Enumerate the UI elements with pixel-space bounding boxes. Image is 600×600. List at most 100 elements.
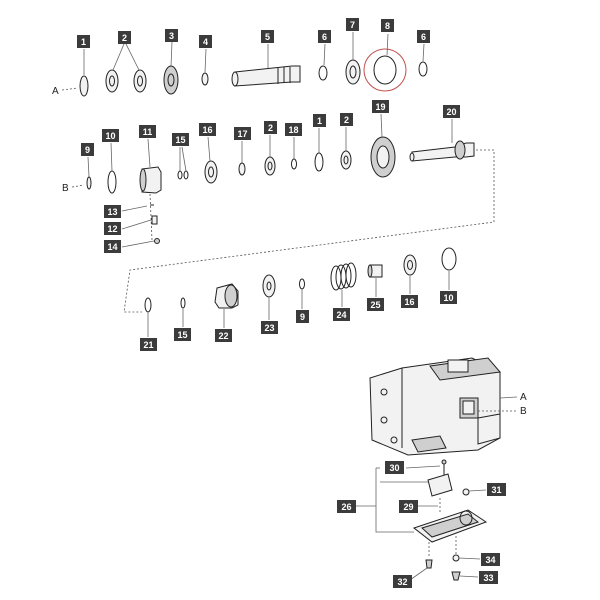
part-16-bearing-b (403, 254, 417, 276)
part-2-bearing-a (105, 69, 119, 93)
part-21-ring (144, 297, 152, 313)
part-4-ring (201, 72, 209, 86)
part-2-bearing-d (340, 150, 352, 170)
callout-10b: 10 (440, 291, 457, 304)
part-12-spring (151, 215, 158, 225)
part-10-ring (107, 170, 117, 194)
svg-text:13: 13 (107, 207, 117, 217)
callout-30: 30 (385, 461, 404, 474)
part-32-screw (425, 559, 433, 569)
svg-text:26: 26 (341, 502, 351, 512)
svg-text:24: 24 (336, 310, 346, 320)
svg-text:25: 25 (370, 300, 380, 310)
callout-9a: 9 (81, 143, 94, 156)
callout-1b: 1 (313, 114, 326, 127)
svg-text:15: 15 (177, 330, 187, 340)
svg-text:9: 9 (300, 312, 305, 322)
callout-2b: 2 (264, 121, 277, 134)
svg-text:10: 10 (443, 293, 453, 303)
callout-labels: 1 2 3 4 5 6 7 8 6 9 10 11 15 16 17 2 18 … (77, 18, 506, 588)
part-15-ring-a (177, 170, 183, 180)
part-23-washer (262, 274, 276, 298)
svg-text:30: 30 (389, 463, 399, 473)
svg-text:2: 2 (344, 115, 349, 125)
part-7-bearing (345, 59, 361, 85)
callout-9b: 9 (296, 310, 309, 323)
callout-16b: 16 (401, 295, 418, 308)
svg-text:6: 6 (322, 32, 327, 42)
part-1-ring (79, 75, 89, 97)
svg-text:32: 32 (397, 577, 407, 587)
svg-text:2: 2 (122, 33, 127, 43)
callout-22: 22 (215, 329, 232, 342)
svg-text:2: 2 (268, 123, 273, 133)
letter-b-right: B (520, 406, 527, 417)
part-29-bracket (427, 473, 453, 497)
part-15-ring-b (183, 170, 189, 180)
callout-14: 14 (104, 240, 121, 253)
callout-10a: 10 (102, 129, 119, 142)
callout-29: 29 (399, 500, 418, 513)
svg-text:10: 10 (105, 131, 115, 141)
svg-text:17: 17 (237, 129, 247, 139)
svg-text:11: 11 (143, 127, 153, 137)
callout-3: 3 (165, 29, 178, 42)
part-31-nut (462, 488, 470, 496)
callout-6a: 6 (318, 30, 331, 43)
svg-text:29: 29 (403, 502, 413, 512)
letter-b-left: B (62, 183, 69, 194)
callout-13: 13 (104, 205, 121, 218)
callout-7: 7 (346, 18, 359, 31)
svg-text:1: 1 (317, 116, 322, 126)
svg-text:6: 6 (421, 32, 426, 42)
svg-text:18: 18 (288, 125, 298, 135)
callout-23: 23 (261, 321, 278, 334)
callout-25: 25 (367, 298, 384, 311)
part-16-bearing-a (204, 160, 218, 184)
part-17-bushing (238, 162, 246, 176)
callout-31: 31 (487, 483, 506, 496)
part-18-ring (291, 158, 297, 170)
callout-8: 8 (381, 19, 394, 32)
letter-a-right: A (520, 392, 527, 403)
part-33-plug (451, 571, 461, 581)
part-15-ring-c (180, 297, 186, 309)
part-11-hub (141, 166, 162, 194)
svg-text:4: 4 (203, 37, 208, 47)
leader-b-left (71, 184, 85, 188)
callout-12: 12 (104, 222, 121, 235)
svg-text:12: 12 (107, 224, 117, 234)
svg-text:3: 3 (169, 31, 174, 41)
svg-text:5: 5 (265, 32, 270, 42)
svg-text:8: 8 (385, 21, 390, 31)
part-2-bearing-c (264, 156, 276, 176)
callout-26: 26 (337, 500, 356, 513)
callout-34: 34 (481, 553, 500, 566)
part-2-bearing-b (133, 69, 147, 93)
svg-text:31: 31 (491, 485, 501, 495)
callout-2: 2 (118, 31, 131, 44)
part-6-snap-ring-b (418, 61, 428, 77)
callout-15b: 15 (174, 328, 191, 341)
callout-20: 20 (443, 105, 460, 118)
svg-text:16: 16 (202, 125, 212, 135)
svg-text:21: 21 (143, 340, 153, 350)
svg-text:22: 22 (218, 331, 228, 341)
callout-2c: 2 (340, 113, 353, 126)
callout-5: 5 (261, 30, 274, 43)
letter-a-left: A (52, 86, 59, 97)
part-10-ring-b (441, 247, 457, 271)
svg-text:20: 20 (446, 107, 456, 117)
callout-15a: 15 (172, 133, 189, 146)
callout-17: 17 (234, 127, 251, 140)
svg-text:33: 33 (483, 573, 493, 583)
svg-text:23: 23 (264, 323, 274, 333)
part-9-pin (86, 176, 92, 190)
callout-16a: 16 (199, 123, 216, 136)
svg-text:34: 34 (485, 555, 495, 565)
part-34-washer (452, 554, 460, 562)
leader-a-left (61, 87, 79, 91)
part-9-ring-b (299, 278, 305, 290)
